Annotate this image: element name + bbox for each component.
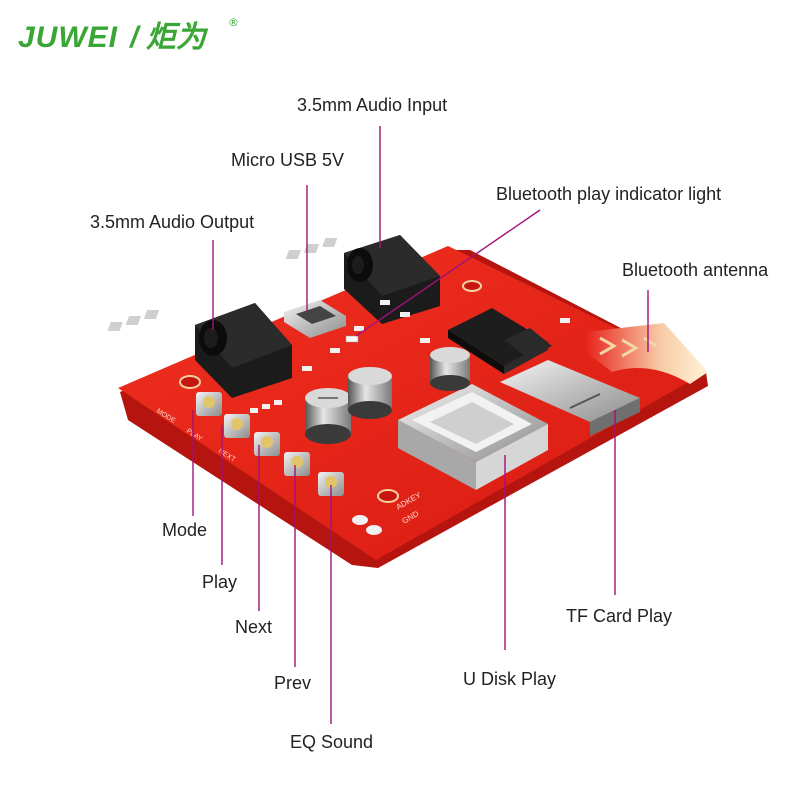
brand-separator: / [128, 21, 141, 54]
label-play: Play [202, 572, 237, 592]
capacitor-2 [348, 367, 392, 419]
capacitor-3 [430, 347, 470, 391]
bluetooth-indicator-led [345, 335, 359, 343]
audio-output-jack [107, 303, 292, 398]
mount-hole [179, 375, 201, 389]
label-audio-output: 3.5mm Audio Output [90, 212, 254, 232]
audio-input-jack [285, 235, 440, 324]
solder-pad [366, 525, 382, 535]
capacitor-1 [305, 388, 351, 444]
pcb-board: MODE PLAY NEXT ADKEY GND [107, 235, 708, 568]
mount-hole [462, 280, 482, 292]
callout-lines [192, 126, 649, 724]
label-audio-input: 3.5mm Audio Input [297, 95, 447, 115]
pcb-surface [118, 246, 706, 560]
button-next [254, 432, 280, 456]
mount-hole [377, 489, 399, 503]
button-eq [318, 472, 344, 496]
small-chip [504, 328, 552, 358]
usb-port-icon [284, 300, 346, 338]
label-next: Next [235, 617, 272, 637]
label-u-disk: U Disk Play [463, 669, 556, 689]
brand-name-en: JUWEI [18, 21, 118, 54]
label-bt-antenna: Bluetooth antenna [622, 260, 769, 280]
callout-line-bt-indicator [355, 209, 541, 337]
label-mode: Mode [162, 520, 207, 540]
callout-labels: 3.5mm Audio Input Micro USB 5V Bluetooth… [90, 95, 769, 752]
usb-a-port [398, 384, 548, 490]
label-bt-indicator: Bluetooth play indicator light [496, 184, 721, 204]
brand-logo: JUWEI / 炬为 ® [18, 16, 239, 55]
bluetooth-antenna-icon [586, 323, 708, 384]
solder-pad [352, 515, 368, 525]
label-tf-card: TF Card Play [566, 606, 672, 626]
button-mode [196, 392, 222, 416]
brand-registered: ® [228, 16, 239, 29]
button-play [224, 414, 250, 438]
button-prev [284, 452, 310, 476]
label-eq-sound: EQ Sound [290, 732, 373, 752]
smd-components [250, 300, 570, 413]
label-prev: Prev [274, 673, 311, 693]
label-micro-usb: Micro USB 5V [231, 150, 344, 170]
brand-name-cn: 炬为 [146, 20, 209, 55]
